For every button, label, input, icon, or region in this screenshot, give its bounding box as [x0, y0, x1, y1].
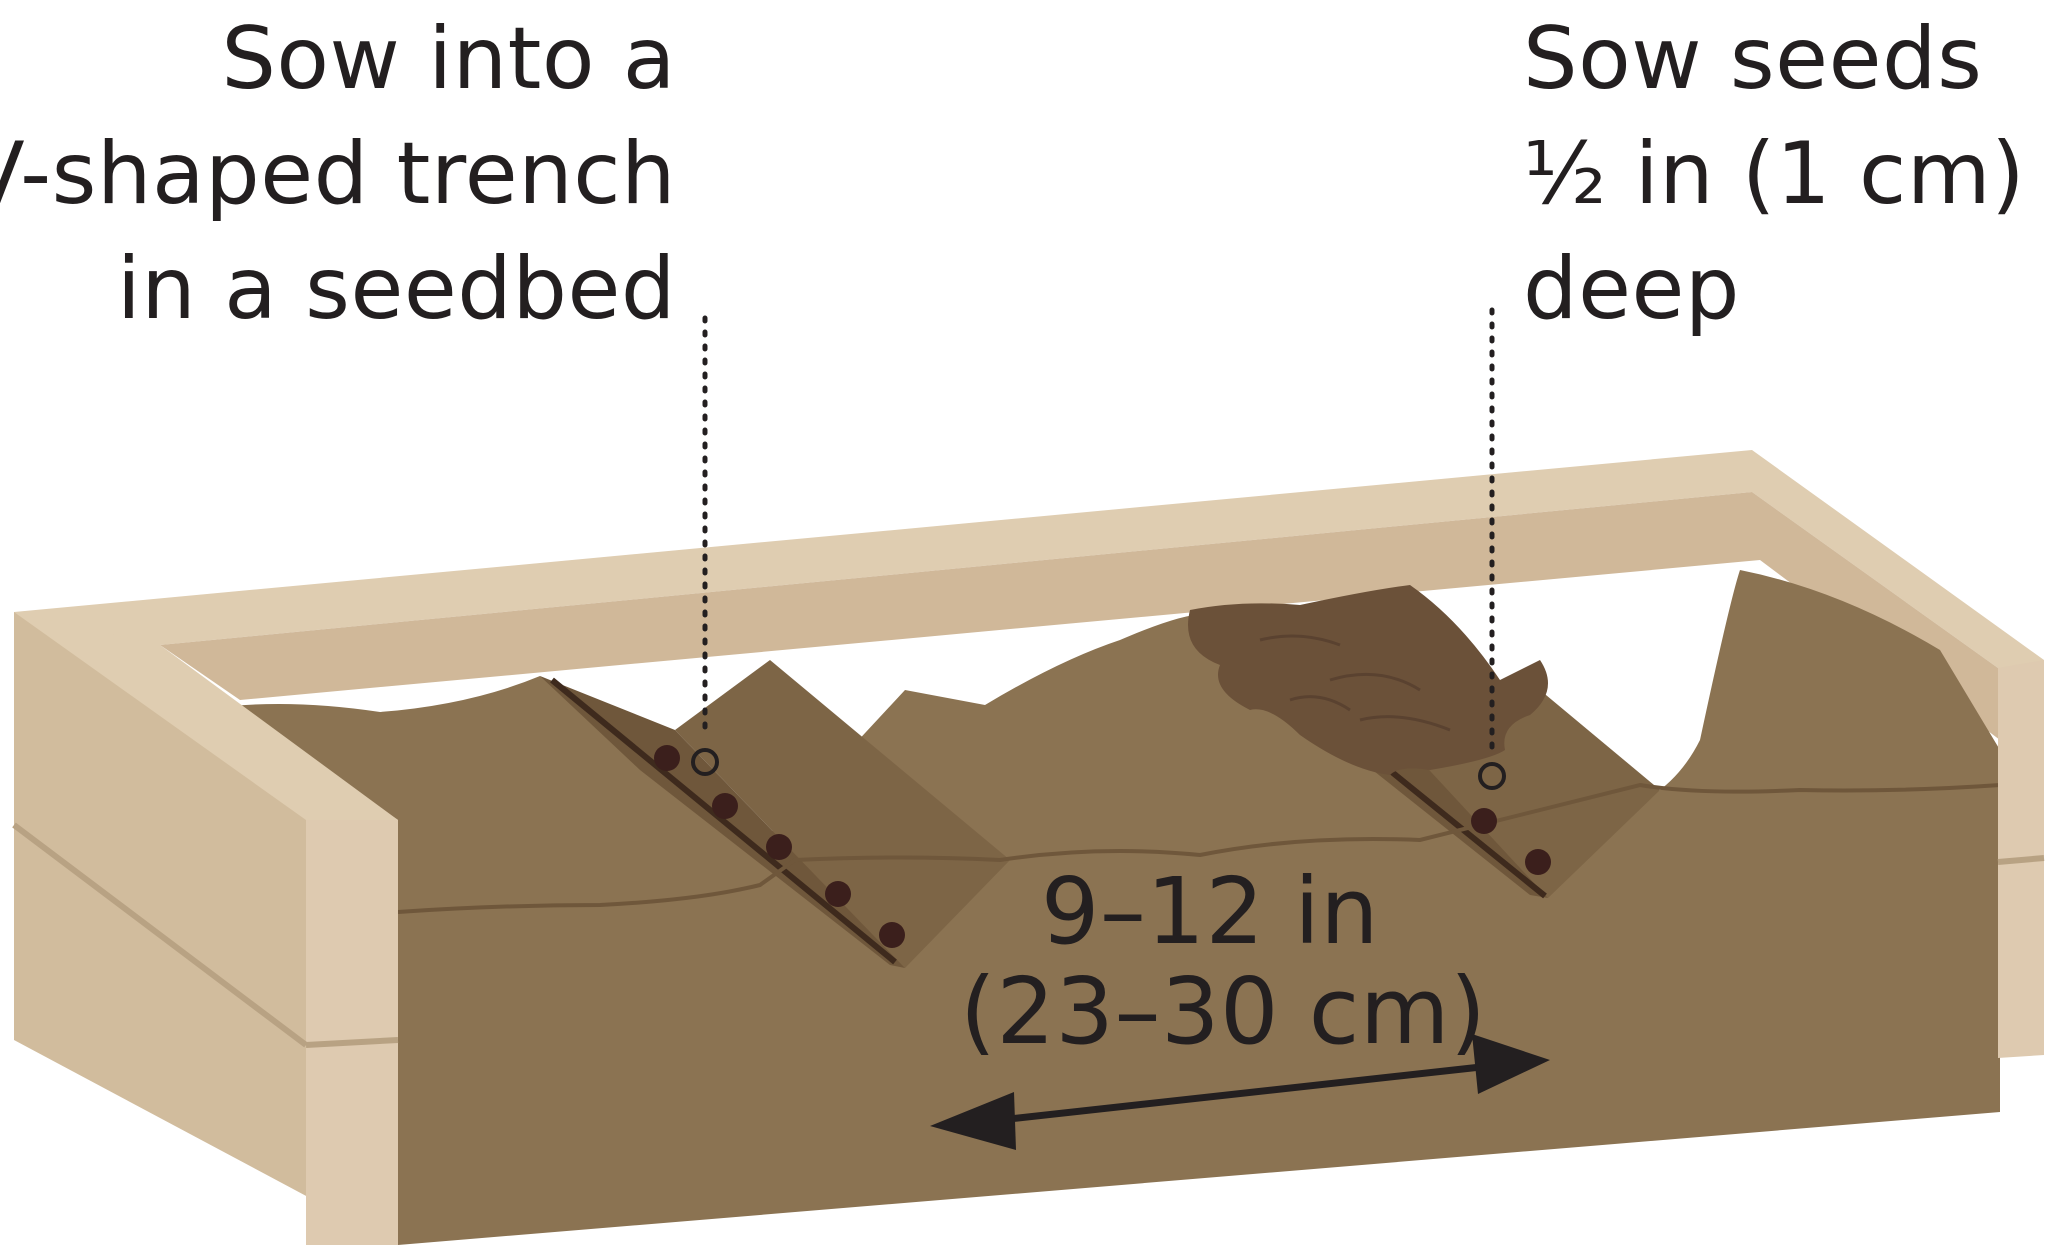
- bed-left-end-cap: [306, 820, 398, 1245]
- seed-dot: [825, 881, 851, 907]
- depth-callout-line-3: deep: [1523, 232, 2025, 347]
- seed-dot: [766, 834, 792, 860]
- depth-callout-line-1: Sow seeds: [1523, 2, 2025, 117]
- trench-callout-label: Sow into a V-shaped trench in a seedbed: [0, 2, 676, 347]
- trench-callout-line-1: Sow into a: [0, 2, 676, 117]
- trench-callout-line-3: in a seedbed: [0, 232, 676, 347]
- depth-callout-line-2: ½ in (1 cm): [1523, 117, 2025, 232]
- trench-callout-line-2: V-shaped trench: [0, 117, 676, 232]
- seed-dot: [1525, 849, 1551, 875]
- seed-dot: [879, 922, 905, 948]
- depth-callout-label: Sow seeds ½ in (1 cm) deep: [1523, 2, 2025, 347]
- row-spacing-line-2: (23–30 cm): [960, 962, 1460, 1062]
- seed-dot: [712, 793, 738, 819]
- row-spacing-line-1: 9–12 in: [960, 862, 1460, 962]
- seed-dot: [1471, 808, 1497, 834]
- bed-plank-seam: [1998, 858, 2044, 862]
- seed-dot: [654, 745, 680, 771]
- row-spacing-label: 9–12 in (23–30 cm): [960, 862, 1460, 1062]
